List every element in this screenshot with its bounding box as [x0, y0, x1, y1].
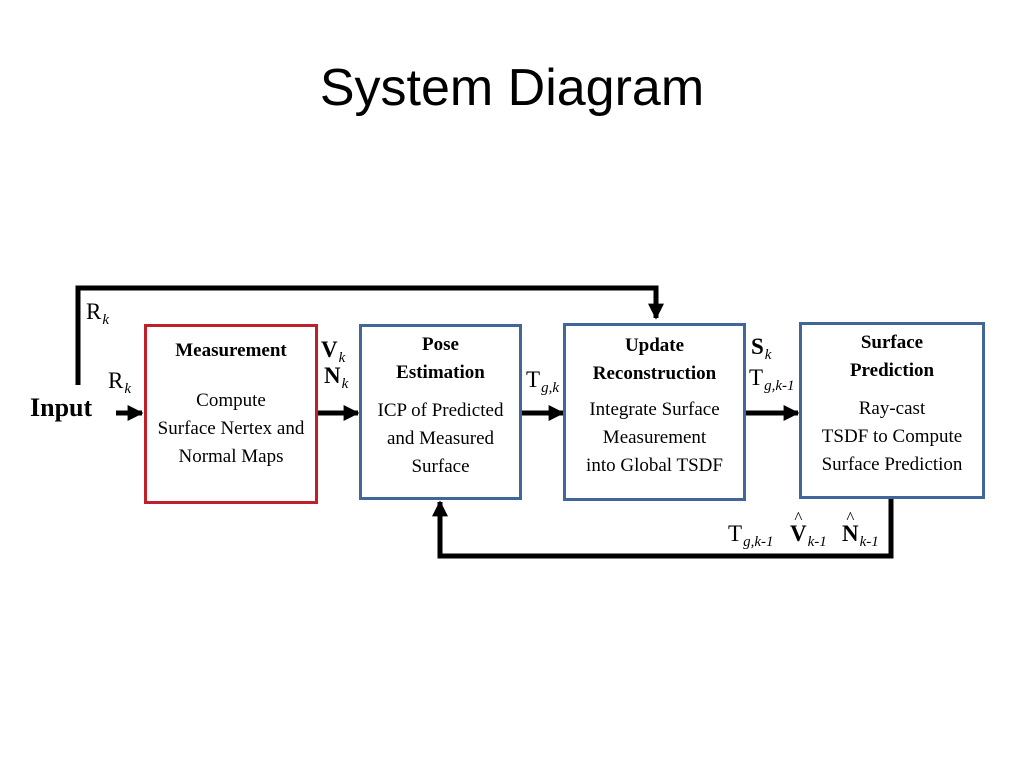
- rk-top-label: Rk: [86, 299, 109, 328]
- update-reconstruction-body: Integrate Surface Measurement into Globa…: [586, 399, 723, 476]
- v-hat-sub: k-1: [807, 534, 827, 550]
- bypass-arrow-rk: [75, 285, 665, 385]
- input-label: Input: [30, 393, 93, 422]
- tgk1-upper-sub: g,k-1: [764, 378, 795, 394]
- vk-label: Vk: [321, 337, 345, 366]
- slide-title: System Diagram: [319, 59, 705, 117]
- surface-prediction-body: Ray-cast TSDF to Compute Surface Predict…: [821, 398, 963, 475]
- measurement-body: Compute Surface Nertex and Normal Maps: [157, 390, 305, 467]
- update-reconstruction-block: Update Reconstruction Integrate Surface …: [563, 323, 746, 501]
- update-reconstruction-title: Update Reconstruction: [592, 335, 717, 384]
- sk-main: S: [751, 334, 764, 359]
- pose-estimation-title: Pose Estimation: [396, 334, 485, 383]
- n-hat-sub: k-1: [859, 534, 879, 550]
- measurement-block: Measurement Compute Surface Nertex and N…: [144, 324, 318, 504]
- tgk-sub: g,k: [541, 380, 559, 396]
- measurement-title: Measurement: [175, 340, 287, 361]
- n-hat-label: Nk-1: [842, 522, 879, 550]
- tgk1-feedback-sub: g,k-1: [743, 534, 774, 550]
- tgk-main: T: [526, 367, 541, 392]
- sk-sub: k: [764, 347, 772, 363]
- surface-prediction-title: Surface Prediction: [849, 332, 935, 381]
- rk-left-sub: k: [124, 381, 132, 397]
- rk-left-main: R: [108, 368, 124, 393]
- n-hat-main: N: [842, 522, 859, 545]
- tgk1-feedback-main: T: [728, 521, 743, 546]
- surface-prediction-block: Surface Prediction Ray-cast TSDF to Comp…: [799, 322, 985, 499]
- v-hat-main: V: [790, 522, 807, 545]
- vk-main: V: [321, 337, 338, 362]
- rk-top-sub: k: [102, 312, 110, 328]
- nk-label: Nk: [324, 363, 348, 392]
- rk-left-label: Rk: [108, 368, 131, 397]
- feedback-arrow: [431, 499, 894, 559]
- nk-sub: k: [341, 376, 349, 392]
- sk-label: Sk: [751, 334, 771, 363]
- tgk-label: Tg,k: [526, 367, 559, 396]
- nk-main: N: [324, 363, 341, 388]
- tgk1-upper-main: T: [749, 365, 764, 390]
- pose-estimation-block: Pose Estimation ICP of Predicted and Mea…: [359, 324, 522, 500]
- pose-estimation-body: ICP of Predicted and Measured Surface: [377, 400, 504, 477]
- tgk1-feedback-label: Tg,k-1: [728, 521, 773, 550]
- rk-top-main: R: [86, 299, 102, 324]
- vk-sub: k: [338, 350, 346, 366]
- v-hat-label: Vk-1: [790, 522, 827, 550]
- tgk1-upper-label: Tg,k-1: [749, 365, 794, 394]
